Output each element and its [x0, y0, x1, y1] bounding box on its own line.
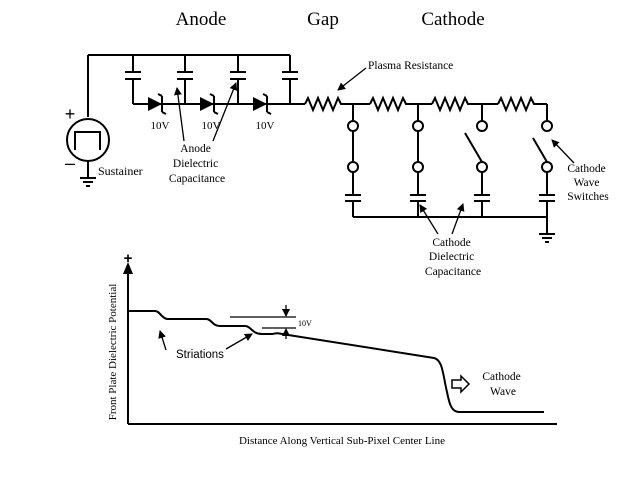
gap-heading: Gap — [307, 9, 339, 30]
cathode-switches-arrow — [551, 139, 575, 164]
step-voltage-label: 10V — [298, 319, 312, 328]
zener-voltage-label: 10V — [202, 120, 221, 132]
zener-voltage-label: 10V — [151, 120, 170, 132]
cathode-network — [345, 104, 555, 243]
closed-switch — [352, 131, 419, 162]
anode-dielectric-arrow — [173, 87, 185, 142]
sustainer-source: + – Sustainer — [65, 54, 290, 187]
cathode-wave-arrow-icon — [451, 374, 471, 394]
open-switch — [532, 137, 548, 163]
anode-dielectric-arrow — [212, 82, 238, 142]
ground-icon — [80, 177, 96, 187]
plasma-resistance-arrow — [337, 67, 367, 91]
anode-heading: Anode — [176, 9, 227, 30]
step-reference-lines — [230, 316, 296, 329]
minus-sign: – — [65, 153, 75, 173]
cathode-dielectric-arrow — [451, 203, 465, 235]
potential-curve — [128, 310, 544, 413]
circuit-schematic: + – Sustainer 10V 10V 10V Anode Die — [65, 54, 609, 278]
open-switch — [464, 132, 483, 163]
y-axis-arrowhead — [123, 262, 133, 274]
cathode-heading: Cathode — [421, 9, 484, 30]
anode-network: 10V 10V 10V — [125, 55, 305, 132]
plasma-resistor-chain: Plasma Resistance — [304, 60, 547, 113]
ground-icon — [539, 233, 555, 243]
potential-plot: + Front Plate Dielectric Potential Dista… — [107, 250, 557, 447]
zener-diode-icon — [253, 97, 267, 111]
zener-diode-icon — [148, 97, 162, 111]
x-axis-label: Distance Along Vertical Sub-Pixel Center… — [239, 435, 445, 447]
y-axis-plus: + — [124, 250, 133, 267]
plus-sign: + — [65, 104, 76, 124]
striations-label: Striations — [176, 349, 224, 361]
striations-arrow — [225, 333, 253, 350]
y-axis-label: Front Plate Dielectric Potential — [107, 284, 119, 421]
striations-arrow — [158, 330, 167, 351]
cathode-dielectric-arrow — [419, 204, 439, 235]
zener-voltage-label: 10V — [256, 120, 275, 132]
cathode-switches-label: Cathode Wave Switches — [567, 163, 609, 203]
cathode-wave-label: Cathode Wave — [482, 371, 523, 398]
sustainer-label: Sustainer — [98, 164, 143, 178]
anode-dielectric-label: Anode Dielectric Capacitance — [169, 143, 225, 185]
cathode-dielectric-label: Cathode Dielectric Capacitance — [425, 237, 481, 278]
square-pulse-icon — [74, 131, 101, 150]
plasma-resistance-label: Plasma Resistance — [368, 60, 453, 72]
zener-diode-icon — [200, 97, 214, 111]
